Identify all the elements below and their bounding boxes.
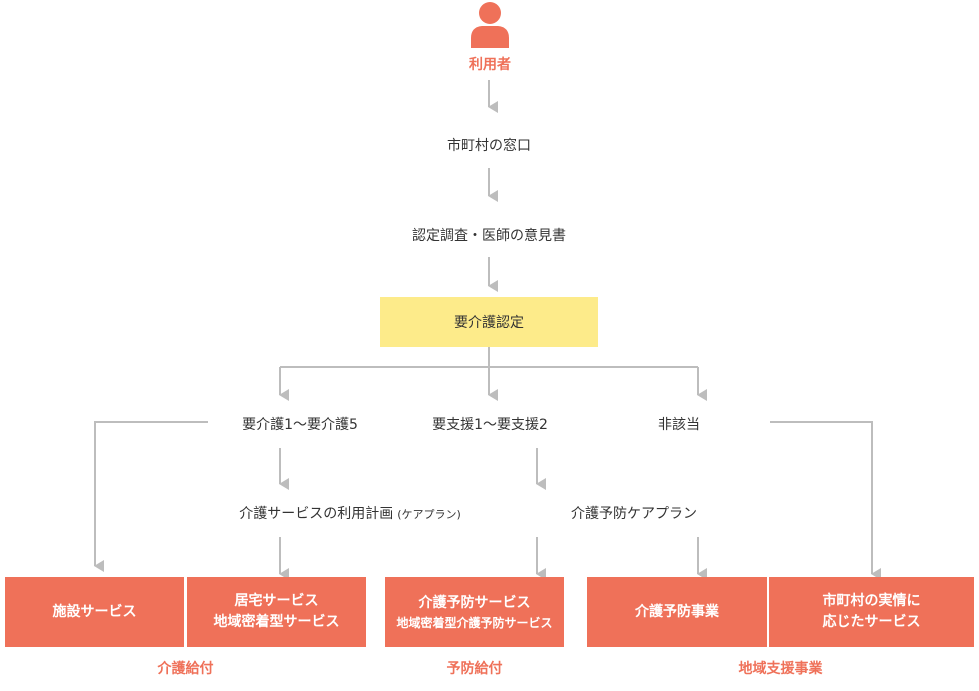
home-service-box: 居宅サービス 地域密着型サービス: [187, 577, 366, 647]
facility-service-box: 施設サービス: [5, 577, 184, 647]
care-plan-label: 介護サービスの利用計画(ケアプラン): [195, 503, 505, 523]
care-certification-box: 要介護認定: [380, 297, 598, 347]
group-care-benefit: 介護給付: [157, 661, 214, 677]
group-community-support: 地域支援事業: [738, 661, 823, 677]
investigation-step: 認定調査・医師の意見書: [412, 228, 566, 244]
facility-service-label: 施設サービス: [52, 603, 137, 620]
prevention-project-label: 介護予防事業: [635, 603, 719, 620]
community-prevention-service-label: 地域密着型介護予防サービス: [396, 615, 553, 630]
municipal-service-label-line1: 市町村の実情に: [822, 593, 921, 609]
home-service-label: 居宅サービス: [234, 593, 319, 609]
arrow-care-to-facility: [94, 421, 208, 572]
community-based-service-label: 地域密着型サービス: [213, 614, 340, 630]
branch-support-levels: 要支援1〜要支援2: [432, 417, 548, 433]
user-label: 利用者: [469, 57, 511, 73]
prevention-service-box: 介護予防サービス 地域密着型介護予防サービス: [385, 577, 564, 647]
municipal-window-step: 市町村の窓口: [447, 138, 531, 154]
person-icon: [471, 2, 509, 48]
care-certification-label: 要介護認定: [454, 315, 524, 331]
municipal-service-box: 市町村の実情に 応じたサービス: [769, 577, 974, 647]
prevention-plan-label: 介護予防ケアプラン: [571, 506, 697, 522]
prevention-service-label: 介護予防サービス: [418, 594, 531, 611]
municipal-service-label-line2: 応じたサービス: [822, 614, 921, 630]
branch-not-applicable: 非該当: [658, 417, 700, 433]
care-plan-text: 介護サービスの利用計画: [239, 506, 394, 522]
arrow-none-to-municipal: [770, 421, 881, 580]
care-plan-note: (ケアプラン): [397, 508, 461, 521]
group-prevention-benefit: 予防給付: [446, 661, 503, 677]
branch-care-levels: 要介護1〜要介護5: [242, 417, 358, 433]
prevention-project-box: 介護予防事業: [587, 577, 767, 647]
